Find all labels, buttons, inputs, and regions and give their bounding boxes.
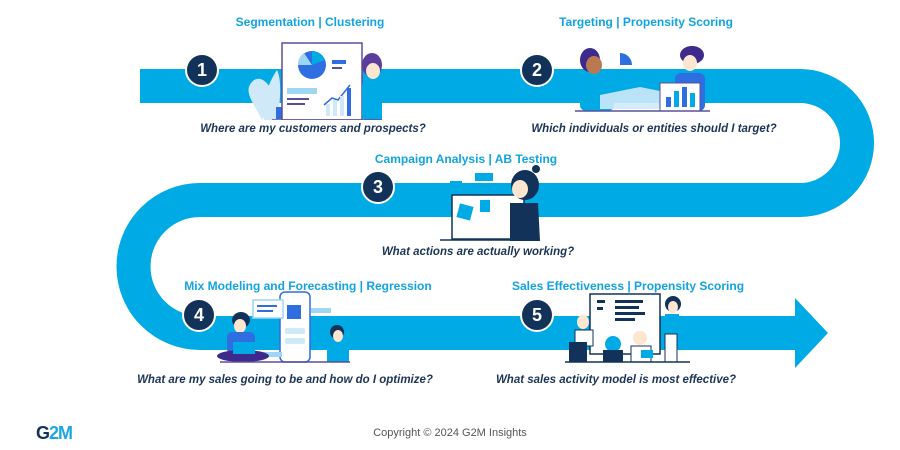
step-1-question: Where are my customers and prospects? <box>200 123 426 135</box>
step-4-title: Mix Modeling and Forecasting | Regressio… <box>184 279 432 293</box>
step-3-badge: 3 <box>361 170 395 204</box>
copyright-text: Copyright © 2024 G2M Insights <box>373 427 527 439</box>
team-chart-icon <box>575 46 710 112</box>
step-5-badge: 5 <box>520 298 554 332</box>
team-meeting-icon <box>565 293 690 363</box>
monitor-testing-icon <box>440 165 540 241</box>
step-3-question: What actions are actually working? <box>381 246 575 258</box>
logo-m: M <box>58 423 73 443</box>
g2m-logo: G2M <box>36 423 73 444</box>
analytics-board-icon <box>248 42 382 120</box>
step-4-question: What are my sales going to be and how do… <box>137 374 433 386</box>
logo-g: G <box>36 423 50 443</box>
step-2-badge: 2 <box>520 53 554 87</box>
step-2-title: Targeting | Propensity Scoring <box>559 15 733 29</box>
logo-2: 2 <box>49 423 59 443</box>
step-1-title: Segmentation | Clustering <box>235 15 385 29</box>
step-3-title: Campaign Analysis | AB Testing <box>374 152 558 166</box>
step-5-title: Sales Effectiveness | Propensity Scoring <box>511 279 745 293</box>
step-2-question: Which individuals or entities should I t… <box>531 123 777 135</box>
arrow-head <box>795 298 828 368</box>
step-5-question: What sales activity model is most effect… <box>495 374 737 386</box>
step-4-badge: 4 <box>182 298 216 332</box>
phone-forecast-icon <box>217 291 350 363</box>
step-1-badge: 1 <box>185 53 219 87</box>
road-path <box>116 69 874 350</box>
